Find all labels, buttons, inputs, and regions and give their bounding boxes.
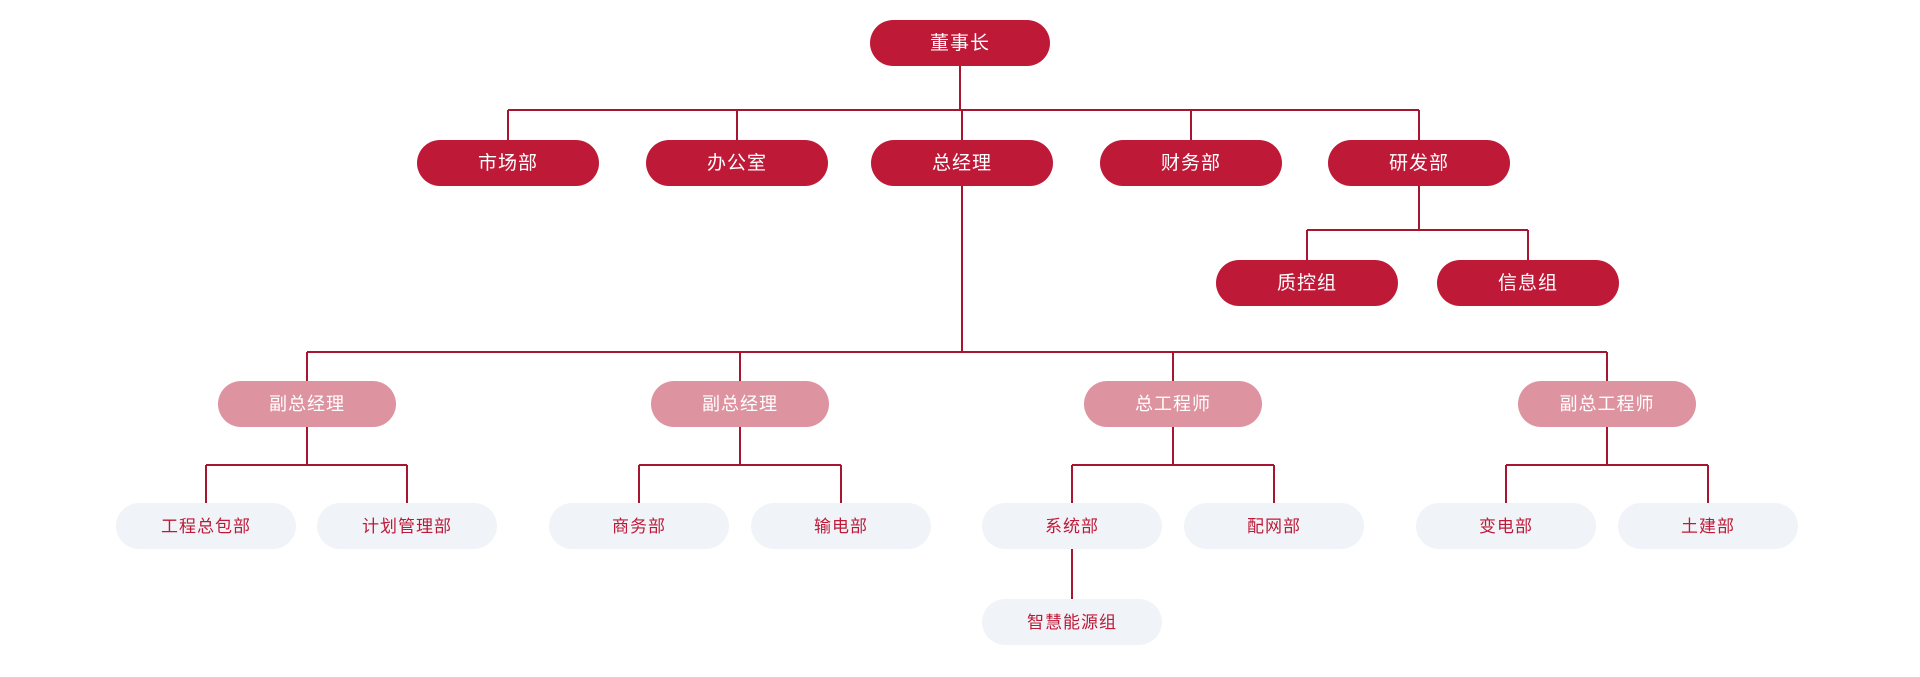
org-node-marketing[interactable]: 市场部 [417,140,599,186]
org-node-smart-energy[interactable]: 智慧能源组 [982,599,1162,645]
org-node-deputy-gm-2[interactable]: 副总经理 [651,381,829,427]
org-node-qc[interactable]: 质控组 [1216,260,1398,306]
org-node-label: 商务部 [612,516,666,536]
org-node-label: 土建部 [1681,516,1735,536]
org-node-info[interactable]: 信息组 [1437,260,1619,306]
org-node-label: 智慧能源组 [1027,612,1117,632]
org-node-substation[interactable]: 变电部 [1416,503,1596,549]
org-node-label: 总经理 [931,152,992,174]
org-node-planning[interactable]: 计划管理部 [317,503,497,549]
org-node-label: 总工程师 [1135,394,1211,414]
org-node-finance[interactable]: 财务部 [1100,140,1282,186]
org-node-label: 研发部 [1388,152,1449,174]
org-node-deputy-gm-1[interactable]: 副总经理 [218,381,396,427]
org-node-label: 输电部 [814,516,868,536]
org-node-civil[interactable]: 土建部 [1618,503,1798,549]
org-node-label: 系统部 [1045,516,1099,536]
org-node-label: 副总经理 [269,394,345,414]
org-node-epc[interactable]: 工程总包部 [116,503,296,549]
org-node-label: 变电部 [1479,516,1533,536]
org-node-chief-engineer[interactable]: 总工程师 [1084,381,1262,427]
org-node-chairman[interactable]: 董事长 [870,20,1050,66]
org-node-business[interactable]: 商务部 [549,503,729,549]
org-node-label: 信息组 [1497,272,1558,294]
org-node-label: 董事长 [929,32,990,54]
org-node-label: 办公室 [706,152,767,174]
org-node-transmission[interactable]: 输电部 [751,503,931,549]
org-node-label: 工程总包部 [161,516,251,536]
org-node-label: 副总工程师 [1559,394,1655,414]
org-node-label: 副总经理 [702,394,778,414]
org-node-label: 质控组 [1276,272,1337,294]
org-node-label: 市场部 [477,152,538,174]
org-node-rd[interactable]: 研发部 [1328,140,1510,186]
org-node-systems[interactable]: 系统部 [982,503,1162,549]
org-node-distribution[interactable]: 配网部 [1184,503,1364,549]
org-node-deputy-chief[interactable]: 副总工程师 [1518,381,1696,427]
org-node-gm[interactable]: 总经理 [871,140,1053,186]
org-node-label: 财务部 [1160,152,1221,174]
org-node-label: 计划管理部 [362,516,452,536]
org-node-label: 配网部 [1247,516,1301,536]
org-node-office[interactable]: 办公室 [646,140,828,186]
